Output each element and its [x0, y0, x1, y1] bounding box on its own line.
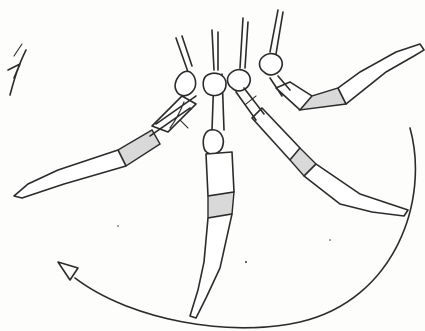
gymnast-figure-center — [190, 73, 234, 318]
gymnast-figure-upper-right — [260, 44, 425, 110]
partial-arrow-icon — [8, 44, 26, 95]
gymnast-figure-lower-right — [228, 70, 409, 216]
gymnast-figure-left — [14, 71, 196, 198]
